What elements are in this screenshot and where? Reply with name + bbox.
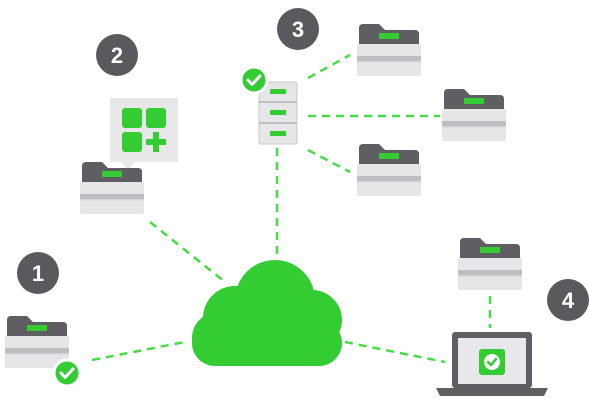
step-number: 1 — [32, 261, 44, 286]
step-number: 2 — [111, 43, 123, 68]
step-number: 3 — [292, 17, 304, 42]
printer-icon — [80, 162, 144, 214]
step-badge-1: 1 — [17, 252, 59, 294]
link-server-printer-c — [307, 148, 351, 174]
step-badge-4: 4 — [547, 279, 589, 321]
app-grid-plus-icon — [110, 98, 178, 172]
printer-icon — [357, 144, 421, 196]
printer-icon — [5, 316, 69, 368]
step-badge-2: 2 — [96, 34, 138, 76]
connection-lines — [91, 53, 492, 364]
step-badge-3: 3 — [277, 8, 319, 50]
cloud-icon — [192, 260, 342, 366]
printer-icon — [442, 89, 506, 141]
link-cloud-laptop — [344, 340, 446, 364]
laptop-icon — [436, 332, 548, 396]
server-icon — [258, 81, 298, 145]
printer-check-icon — [52, 358, 82, 388]
link-server-printer-a — [307, 53, 351, 80]
server-check-icon — [239, 65, 269, 95]
step-number: 4 — [562, 288, 575, 313]
link-cloud-printer-1 — [91, 340, 186, 362]
link-cloud-printer-2 — [149, 221, 226, 283]
printer-icon — [458, 238, 522, 290]
printer-icon — [357, 24, 421, 76]
